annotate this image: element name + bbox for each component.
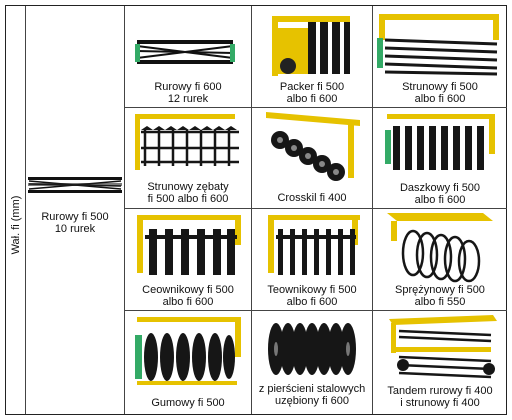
- roller-name: Rurowy fi 500: [41, 211, 109, 223]
- roller-detail: fi 500 albo fi 600: [147, 193, 229, 205]
- roller-detail: 10 rurek: [54, 223, 96, 235]
- divider: [124, 310, 507, 311]
- roller-detail: albo fi 600: [414, 93, 466, 105]
- rurowy-roller-icon: [26, 174, 124, 196]
- divider: [124, 6, 125, 414]
- roller-cell-rurowy-500: Rurowy fi 500 10 rurek: [26, 6, 124, 414]
- roller-cell: Tandem rurowy fi 400 i strunowy fi 400: [373, 311, 507, 414]
- roller-cell: Teownikowy fi 500 albo fi 600: [252, 209, 372, 310]
- spring-roller-icon: [383, 211, 499, 283]
- packer-roller-icon: [268, 8, 354, 80]
- roller-name: Gumowy fi 500: [151, 397, 225, 409]
- divider: [372, 6, 373, 414]
- crosskil-roller-icon: [264, 110, 362, 188]
- roller-cell: z pierścieni stalowych uzębiony fi 600: [252, 311, 372, 414]
- roller-detail: uzębiony fi 600: [275, 395, 349, 407]
- roller-cell: Strunowy zębaty fi 500 albo fi 600: [125, 108, 251, 208]
- teownikowy-roller-icon: [264, 213, 362, 279]
- divider: [251, 6, 252, 414]
- divider: [124, 107, 507, 108]
- roller-name: Rurowy fi 600: [154, 81, 222, 93]
- roller-name: Daszkowy fi 500: [399, 182, 481, 194]
- roller-cell: Daszkowy fi 500 albo fi 600: [373, 108, 507, 208]
- roller-cell: Strunowy fi 500 albo fi 600: [373, 6, 507, 107]
- roller-cell: Crosskil fi 400: [252, 108, 372, 208]
- rurowy-roller-icon: [135, 34, 235, 72]
- divider: [124, 208, 507, 209]
- roller-cell: Ceownikowy fi 500 albo fi 600: [125, 209, 251, 310]
- tandem-roller-icon: [381, 313, 501, 385]
- side-label: Wał. fi (mm): [10, 195, 22, 255]
- roller-detail: albo fi 600: [414, 194, 466, 206]
- roller-name: Sprężynowy fi 500: [395, 284, 485, 296]
- roller-cell: Rurowy fi 600 12 rurek: [125, 6, 251, 107]
- roller-name: Strunowy fi 500: [402, 81, 478, 93]
- steel-ring-roller-icon: [264, 317, 360, 379]
- roller-detail: albo fi 600: [286, 93, 338, 105]
- roller-name: Crosskil fi 400: [277, 192, 347, 204]
- roller-cell: Packer fi 500 albo fi 600: [252, 6, 372, 107]
- roller-detail: 12 rurek: [167, 93, 209, 105]
- roller-name: Teownikowy fi 500: [267, 284, 357, 296]
- roller-options-table: [5, 5, 507, 415]
- ceownikowy-roller-icon: [133, 213, 243, 279]
- roller-name: Tandem rurowy fi 400: [387, 385, 493, 397]
- strunowy-roller-icon: [377, 10, 501, 80]
- rubber-roller-icon: [133, 315, 243, 391]
- divider: [25, 6, 26, 414]
- daszkowy-roller-icon: [383, 112, 499, 174]
- roller-name: Packer fi 500: [279, 81, 345, 93]
- roller-detail: albo fi 600: [162, 296, 214, 308]
- roller-detail: albo fi 600: [286, 296, 338, 308]
- roller-name: Ceownikowy fi 500: [142, 284, 234, 296]
- roller-name: Strunowy zębaty: [147, 181, 229, 193]
- roller-cell: Sprężynowy fi 500 albo fi 550: [373, 209, 507, 310]
- roller-detail: albo fi 550: [414, 296, 466, 308]
- toothed-roller-icon: [131, 112, 243, 174]
- roller-detail: i strunowy fi 400: [400, 397, 480, 409]
- roller-cell: Gumowy fi 500: [125, 311, 251, 414]
- roller-name: z pierścieni stalowych: [258, 383, 366, 395]
